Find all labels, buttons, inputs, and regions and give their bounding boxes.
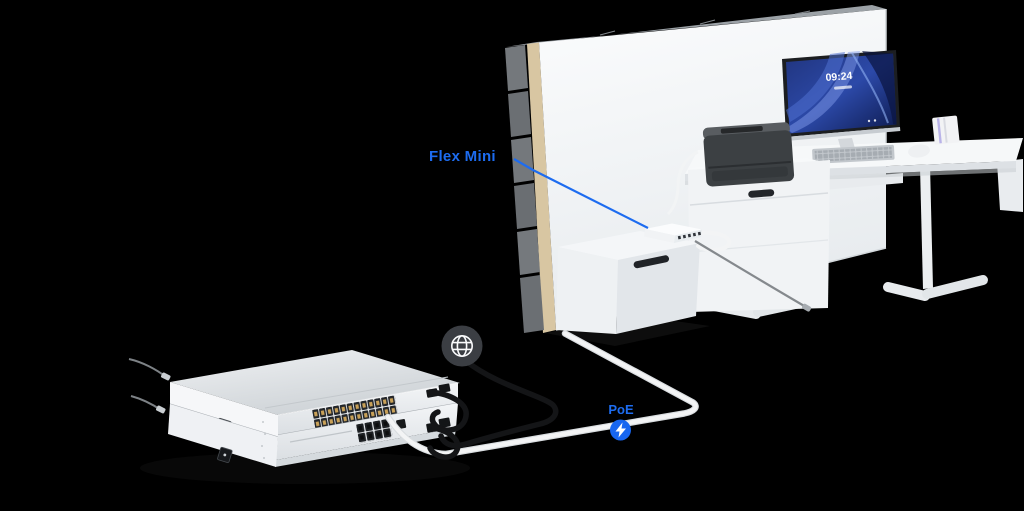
masonry-block — [514, 183, 537, 229]
cable-connector — [801, 303, 812, 312]
black-cable-loop — [427, 425, 461, 460]
masonry-block — [520, 275, 544, 333]
rj45-connector — [156, 405, 166, 414]
globe-meridian — [456, 335, 468, 357]
keyboard-keys — [814, 146, 893, 162]
black-cable-loop — [427, 389, 469, 433]
lock-screen-wallpaper — [786, 51, 897, 133]
display-dot — [223, 453, 227, 457]
flex-mini-side-box — [556, 231, 700, 334]
rack-stack — [168, 350, 460, 467]
printer-cable — [666, 150, 699, 216]
wallpaper-ribbon — [786, 52, 845, 122]
internet-cabling — [427, 325, 559, 460]
flex-mini-switch — [644, 223, 732, 252]
wall-cap-seam — [599, 30, 616, 36]
gateway-end-face — [168, 404, 278, 467]
poe-badge — [610, 419, 631, 441]
box-front-left — [556, 247, 618, 334]
ethernet-ports-24 — [312, 395, 399, 430]
ethernet-port — [682, 234, 686, 239]
wall-cap-seam — [699, 19, 716, 25]
thin-cable — [130, 395, 162, 411]
wall-top-cap — [506, 5, 886, 47]
flex-mini-cable-loop — [696, 230, 732, 252]
flex-mini-ports — [677, 231, 701, 240]
book-spine — [936, 118, 942, 144]
drawer-handle — [748, 189, 775, 198]
globe-circle-bg — [441, 325, 483, 367]
ethernet-port — [687, 233, 691, 238]
wallpaper-ribbon — [862, 51, 897, 125]
switch-top-face — [170, 350, 460, 415]
ethernet-port — [692, 232, 696, 237]
internet-cable — [438, 358, 559, 449]
mouse — [908, 144, 930, 158]
masonry-block — [508, 91, 531, 137]
lightning-bolt-icon — [615, 422, 626, 438]
flex-mini-front-left — [644, 229, 675, 243]
switch-end-face — [170, 382, 278, 437]
taskbar-icon-dot — [873, 119, 877, 122]
ethernet-ports-8 — [356, 418, 393, 444]
screw-dot — [264, 433, 266, 435]
gateway-unit — [168, 402, 459, 467]
callout-line — [513, 158, 649, 229]
printer-tray-seam — [708, 160, 792, 169]
globe-icon — [441, 325, 483, 367]
white-ethernet-cable — [385, 331, 698, 457]
gateway-display — [217, 446, 233, 463]
thin-cable — [694, 240, 807, 308]
lid-seam — [264, 376, 449, 409]
masonry-block — [511, 137, 534, 183]
wallpaper-ribbon — [786, 51, 860, 133]
desk-right-leg-post — [920, 165, 933, 289]
wallpaper-ribbon-highlight — [851, 52, 889, 124]
switch-24-port — [170, 350, 460, 437]
taskbar-icon-dot — [867, 119, 871, 123]
screw-dot — [262, 421, 264, 423]
dangling-cable — [694, 240, 812, 312]
printer-output-tray — [711, 166, 788, 182]
drawer-seam — [689, 192, 829, 206]
screw-dot — [263, 457, 265, 459]
book-spine — [943, 117, 948, 143]
desk-right-foot — [922, 275, 988, 299]
port-block-24 — [312, 395, 399, 430]
printer-paper-slot — [720, 125, 763, 134]
rj45-connector — [161, 372, 171, 381]
cabinet-front — [688, 160, 830, 312]
wall-cap-seam — [794, 10, 811, 15]
sfp-port — [438, 383, 451, 393]
monitor-chin — [786, 127, 901, 141]
screw-dot — [261, 445, 263, 447]
masonry-block — [517, 229, 540, 275]
keyboard — [812, 144, 895, 164]
ethernet-port — [677, 235, 681, 240]
box-handle — [633, 255, 670, 269]
poe-label: PoE — [608, 402, 634, 417]
ethernet-port — [697, 231, 701, 236]
left-patch-cables — [128, 358, 171, 414]
printer — [702, 122, 795, 187]
poe-cable — [384, 330, 699, 458]
desk-right-foot — [883, 282, 930, 301]
thin-cable — [128, 358, 167, 378]
desk-side-items — [932, 115, 960, 145]
front-top-highlight — [277, 382, 459, 416]
wall-masonry-column — [505, 45, 544, 333]
wall-stud-layer — [527, 42, 556, 333]
flex-mini-top — [645, 223, 702, 236]
sfp-port — [438, 417, 451, 428]
masonry-block — [505, 45, 528, 91]
panel-seam — [289, 430, 353, 443]
flex-mini-callout-label: Flex Mini — [429, 148, 496, 165]
